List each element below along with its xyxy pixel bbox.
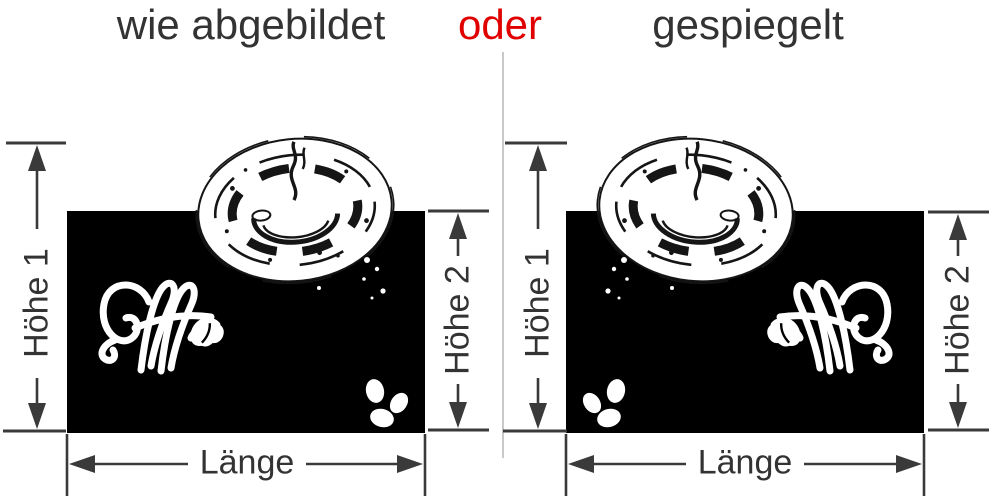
arrow-up-icon	[28, 145, 46, 171]
center-divider	[502, 52, 504, 458]
arrow-right-icon	[397, 455, 423, 473]
arrow-left-icon	[568, 455, 594, 473]
coffee-motif	[67, 135, 425, 433]
label-length-left: Länge	[199, 443, 295, 482]
label-height2-right: Höhe 2	[938, 265, 977, 375]
splatter-dots	[317, 257, 386, 300]
label-height1-right: Höhe 1	[518, 248, 557, 358]
dim-length-left	[65, 434, 427, 496]
arrow-up-icon	[449, 213, 467, 239]
arrow-down-icon	[949, 402, 967, 428]
arrow-right-icon	[896, 455, 922, 473]
option-label-as-shown: wie abgebildet	[116, 1, 386, 48]
option-separator-oder: oder	[457, 1, 543, 48]
option-label-mirrored: gespiegelt	[652, 1, 844, 48]
dim-length-right	[564, 434, 926, 496]
label-length-right: Länge	[697, 443, 793, 482]
label-height1-left: Höhe 1	[17, 248, 56, 358]
label-height2-left: Höhe 2	[438, 265, 477, 375]
design-panel-as-shown	[67, 135, 425, 433]
arrow-down-icon	[529, 403, 547, 429]
coffee-cup-top-view-icon	[195, 135, 395, 285]
arrow-down-icon	[28, 403, 46, 429]
arrow-up-icon	[529, 145, 547, 171]
arrow-left-icon	[69, 455, 95, 473]
arrow-down-icon	[449, 402, 467, 428]
dim-height1-right	[503, 141, 567, 433]
arrow-up-icon	[949, 214, 967, 240]
coffee-script-lettering	[98, 279, 224, 375]
coffee-bean-icon	[196, 321, 218, 347]
coffee-beans-icon	[365, 379, 409, 428]
dim-height2-right	[928, 210, 989, 432]
dim-height2-left	[428, 209, 489, 432]
dim-height1-left	[3, 141, 66, 433]
